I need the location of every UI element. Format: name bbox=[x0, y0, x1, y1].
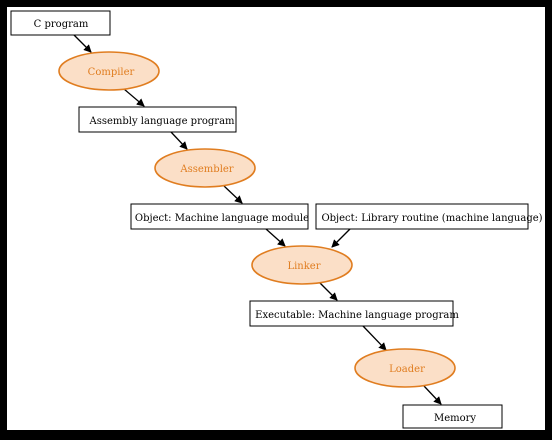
edge-compiler-to-assembly bbox=[123, 88, 145, 107]
node-executable: Executable: Machine language program bbox=[249, 300, 459, 327]
node-object-module: Object: Machine language module bbox=[130, 203, 309, 230]
edge-c-program-to-compiler bbox=[73, 34, 92, 53]
edge-assembler-to-object-module bbox=[223, 185, 243, 204]
edge-executable-to-loader bbox=[362, 325, 387, 351]
node-compiler: Compiler bbox=[58, 51, 160, 91]
edge-object-module-to-linker bbox=[265, 228, 286, 247]
node-compiler-label: Compiler bbox=[88, 67, 135, 78]
node-loader-label: Loader bbox=[389, 364, 425, 375]
edge-library-routine-to-linker bbox=[331, 228, 351, 248]
edges-layer bbox=[73, 34, 442, 405]
node-object-module-label: Object: Machine language module bbox=[135, 213, 309, 224]
node-assembly-program-label: Assembly language program bbox=[88, 116, 235, 127]
node-assembler-label: Assembler bbox=[179, 164, 233, 175]
node-library-routine: Object: Library routine (machine languag… bbox=[315, 203, 543, 230]
node-memory-label: Memory bbox=[434, 413, 476, 424]
edge-loader-to-memory bbox=[423, 385, 442, 405]
edge-assembly-to-assembler bbox=[170, 131, 188, 150]
node-c-program: C program bbox=[10, 10, 111, 36]
node-linker-label: Linker bbox=[287, 261, 320, 272]
node-executable-label: Executable: Machine language program bbox=[255, 310, 459, 321]
node-assembler: Assembler bbox=[154, 148, 256, 188]
node-linker: Linker bbox=[251, 245, 353, 285]
edge-linker-to-executable bbox=[319, 282, 338, 301]
node-memory: Memory bbox=[402, 404, 503, 429]
node-c-program-label: C program bbox=[34, 19, 89, 30]
node-library-routine-label: Object: Library routine (machine languag… bbox=[321, 213, 542, 224]
node-loader: Loader bbox=[354, 348, 456, 388]
node-assembly-program: Assembly language program bbox=[78, 106, 237, 133]
